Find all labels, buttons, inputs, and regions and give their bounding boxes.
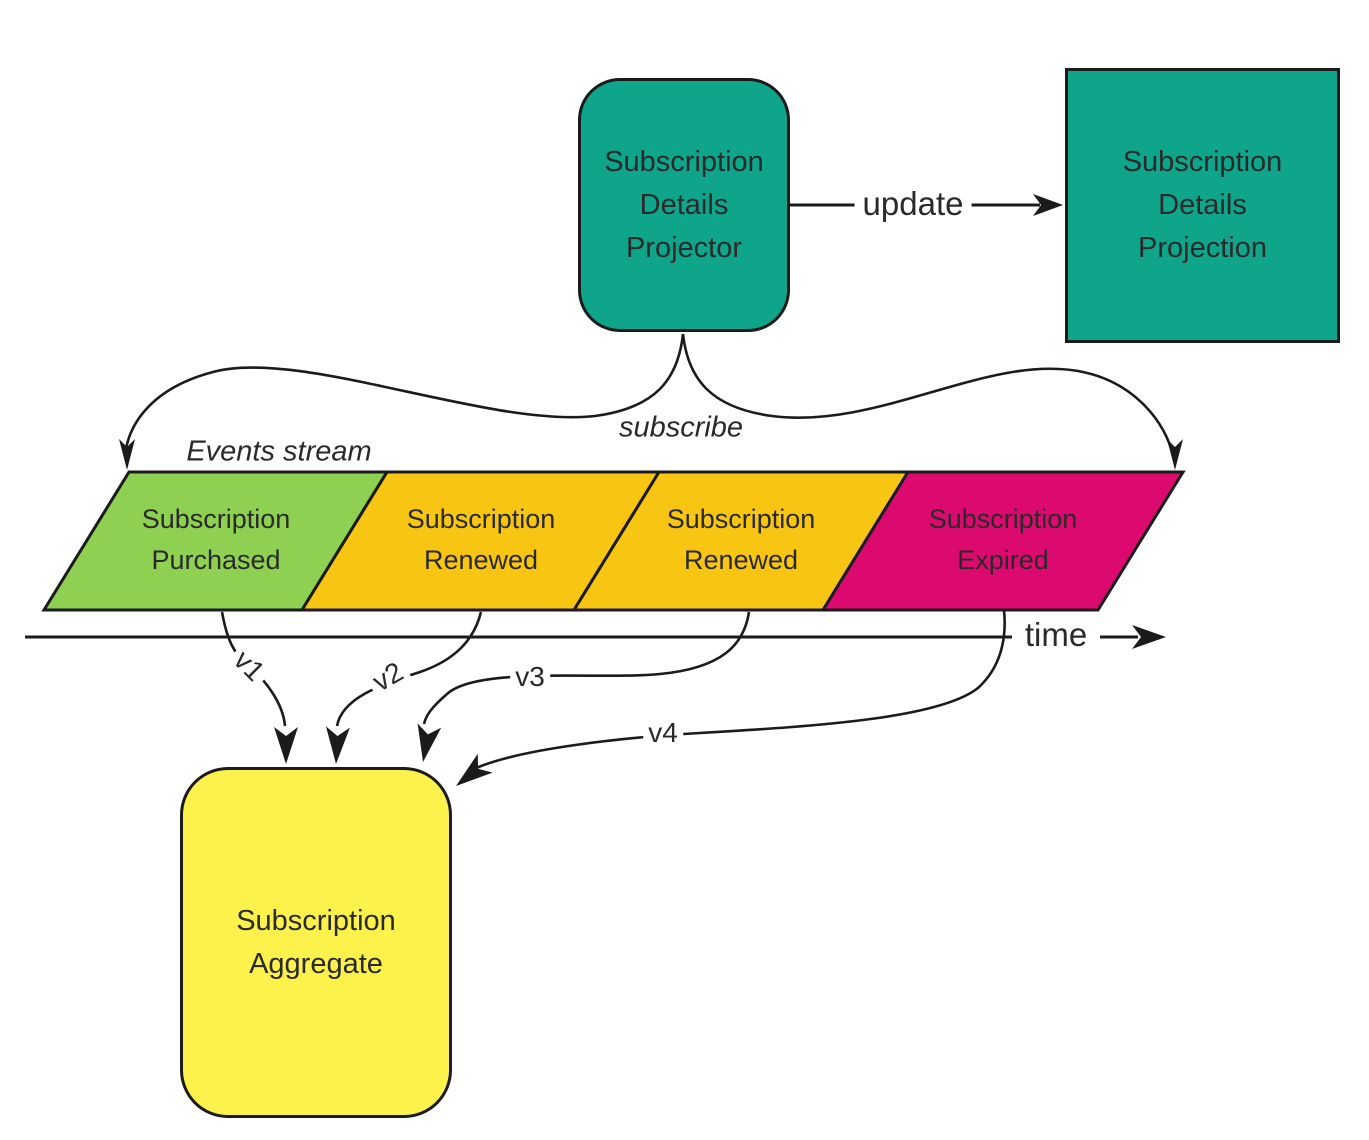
v3-curve [422,611,751,725]
subscribe-left-arrowhead-icon [119,439,135,470]
v1-arrowhead-icon [274,727,298,764]
update-label: update [854,185,972,223]
subscribe-curve-left [123,333,685,457]
v2-curve [335,611,483,727]
projection-box: Subscription Details Projection [1065,68,1340,343]
v3-label: v3 [510,661,550,693]
projector-box: Subscription Details Projector [578,78,790,332]
event-label-renewed-1: Subscription Renewed [406,504,556,575]
events-stream-title: Events stream [186,435,372,468]
subscribe-right-arrowhead-icon [1167,439,1183,470]
event-label-purchased: Subscription Purchased [141,504,291,575]
subscribe-label: subscribe [618,411,744,444]
v3-arrowhead-icon [417,723,442,762]
time-arrowhead-icon [1132,625,1166,649]
aggregate-box: Subscription Aggregate [180,767,452,1118]
time-label: time [1024,616,1088,653]
update-arrowhead-icon [1033,194,1063,216]
subscribe-curve-right [681,333,1175,457]
v4-curve [473,609,1006,771]
event-label-expired: Subscription Expired [928,504,1078,575]
v2-arrowhead-icon [325,726,350,764]
v4-arrowhead-icon [456,753,493,786]
v4-label: v4 [643,717,683,749]
event-segment-expired [820,470,1186,612]
event-label-renewed-2: Subscription Renewed [666,504,816,575]
